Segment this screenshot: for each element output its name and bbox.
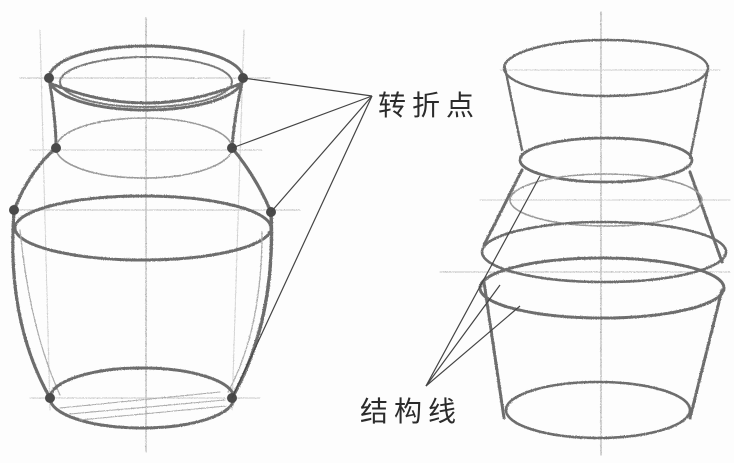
right-body-ellipse [478, 256, 726, 320]
neck-left-contour [47, 76, 58, 150]
body-hatch [19, 229, 61, 396]
leader-line [425, 175, 541, 387]
right-neck-right-contour [688, 66, 710, 160]
structure-leader-lines [425, 175, 541, 387]
right-vase [439, 11, 731, 456]
turning-point-dot [45, 393, 55, 403]
leader-line [270, 95, 373, 213]
leader-line [242, 77, 373, 97]
shoulder-right-contour [230, 146, 273, 214]
right-neck-ellipse [518, 136, 694, 184]
body-left-contour [11, 208, 52, 400]
right-neck-left-contour [503, 66, 524, 152]
structure-line-label: 结构线 [360, 395, 463, 428]
left-vase [11, 17, 301, 453]
leader-line [425, 305, 521, 387]
base-shading [59, 391, 227, 421]
neck-ellipse [55, 117, 233, 179]
right-base-ellipse [504, 380, 692, 440]
right-body-left-contour [482, 280, 506, 420]
body-right-contour [230, 210, 274, 400]
right-shoulder-right-contour [688, 170, 724, 264]
neck-right-contour [230, 76, 245, 150]
right-shoulder-ellipse [480, 220, 728, 284]
leader-line [425, 284, 501, 387]
leader-line [231, 95, 373, 399]
rim-lip-line [50, 82, 242, 105]
right-rim-ellipse [502, 38, 710, 98]
turning-point-label: 转折点 [378, 89, 481, 122]
body-hatch [227, 231, 263, 393]
right-body-right-contour [688, 288, 724, 420]
leader-line [231, 95, 373, 149]
right-mid-ellipse [509, 173, 703, 227]
turning-point-markers [9, 73, 276, 403]
right-shoulder-left-contour [482, 168, 524, 247]
turning-point-leader-lines [231, 77, 373, 399]
guide-line [231, 29, 245, 411]
rim-inner-ellipse [59, 56, 233, 108]
turning-point-dot [44, 73, 54, 83]
turning-point-dot [9, 205, 19, 215]
shoulder-left-contour [12, 146, 58, 212]
turning-point-dot [51, 143, 61, 153]
guide-line [39, 29, 51, 411]
shoulder-ellipse [13, 194, 273, 262]
